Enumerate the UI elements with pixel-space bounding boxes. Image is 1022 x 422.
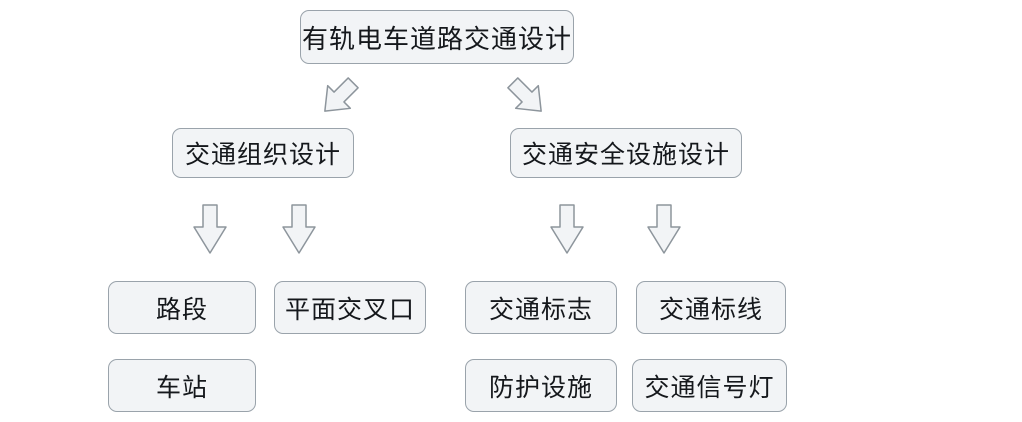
- arrow-safety-to-traffic-marking: [645, 203, 683, 255]
- node-label: 交通标线: [658, 294, 763, 324]
- node-protective-facilities: 防护设施: [465, 359, 617, 412]
- arrow-root-to-safety-facilities: [497, 73, 557, 121]
- node-label: 有轨电车道路交通设计: [301, 24, 572, 55]
- node-label: 车站: [155, 372, 208, 402]
- node-root-tram-road-traffic-design: 有轨电车道路交通设计: [300, 10, 574, 64]
- node-traffic-safety-facilities-design: 交通安全设施设计: [510, 128, 742, 178]
- node-traffic-signal-light: 交通信号灯: [632, 359, 787, 412]
- node-label: 防护设施: [488, 372, 593, 402]
- node-traffic-marking: 交通标线: [636, 281, 786, 334]
- node-station: 车站: [108, 359, 256, 412]
- arrow-safety-to-traffic-sign: [548, 203, 586, 255]
- node-label: 交通信号灯: [644, 372, 775, 402]
- arrow-organization-to-intersection: [280, 203, 318, 255]
- node-label: 交通组织设计: [184, 140, 341, 169]
- node-at-grade-intersection: 平面交叉口: [274, 281, 426, 334]
- node-traffic-organization-design: 交通组织设计: [172, 128, 354, 178]
- arrow-root-to-traffic-organization: [309, 73, 369, 121]
- arrow-organization-to-road-section: [191, 203, 229, 255]
- node-label: 平面交叉口: [284, 294, 415, 324]
- node-label: 交通安全设施设计: [521, 140, 730, 169]
- node-road-section: 路段: [108, 281, 256, 334]
- node-label: 路段: [155, 294, 208, 324]
- node-label: 交通标志: [488, 294, 593, 324]
- node-traffic-sign: 交通标志: [465, 281, 617, 334]
